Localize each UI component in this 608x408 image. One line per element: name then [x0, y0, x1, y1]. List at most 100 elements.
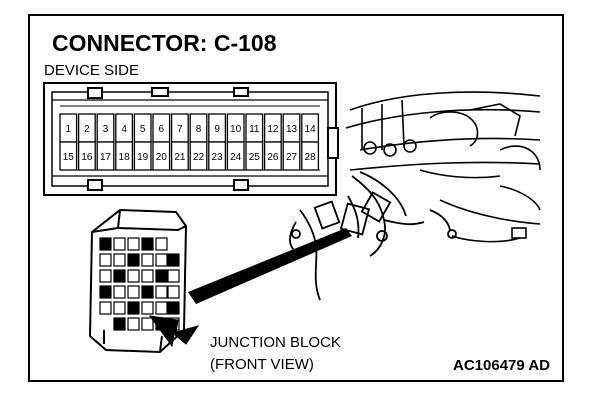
fuse-slot — [99, 301, 112, 315]
clip-icon — [511, 227, 527, 239]
connector-pin-number: 25 — [249, 152, 261, 163]
connector-pin-19: 19 — [133, 141, 152, 171]
pointer-arrow-shaft — [188, 228, 352, 304]
fuse-slot — [141, 301, 154, 315]
connector-pin-11: 11 — [245, 113, 264, 143]
connector-pin-14: 14 — [301, 113, 320, 143]
fuse-slot — [113, 285, 126, 299]
connector-pin-cavity — [133, 141, 152, 171]
connector-pin-number: 24 — [230, 152, 242, 163]
connector-pin-cavity — [77, 141, 96, 171]
connector-pin-22: 22 — [189, 141, 208, 171]
dashboard-illustration — [345, 91, 541, 243]
connector-pin-number: 2 — [84, 124, 90, 135]
figure-code: AC106479 AD — [453, 357, 550, 374]
connector-pin-8: 8 — [189, 113, 208, 143]
connector-pin-number: 10 — [230, 124, 242, 135]
fuse-slot — [99, 269, 112, 283]
connector-pin-number: 26 — [267, 152, 279, 163]
connector-side-tab — [327, 127, 339, 159]
fuse-slot — [167, 253, 180, 267]
fuse-slot — [113, 253, 126, 267]
connector-pin-25: 25 — [245, 141, 264, 171]
connector-pin-number: 3 — [103, 124, 109, 135]
connector-pin-24: 24 — [226, 141, 245, 171]
connector-pin-cavity — [245, 141, 264, 171]
connector-pin-16: 16 — [77, 141, 96, 171]
fuse-slot — [113, 317, 126, 331]
connector-pin-cavity — [301, 141, 320, 171]
connector-pin-cavity — [115, 141, 134, 171]
fuse-slot — [141, 237, 154, 251]
connector-pin-10: 10 — [226, 113, 245, 143]
connector-pin-number: 19 — [137, 152, 149, 163]
connector-pin-number: 23 — [212, 152, 224, 163]
fuse-slot — [141, 285, 154, 299]
connector-pin-number: 18 — [119, 152, 131, 163]
fuse-slot — [99, 285, 112, 299]
connector-pin-number: 1 — [66, 124, 72, 135]
latch-bottom-right — [233, 179, 249, 191]
fuse-slot — [167, 301, 180, 315]
connector-pin-23: 23 — [208, 141, 227, 171]
fuse-slot — [113, 237, 126, 251]
connector-pin-number: 5 — [140, 124, 146, 135]
connector-pin-number: 17 — [100, 152, 112, 163]
fuse-slot — [141, 317, 154, 331]
connector-pin-cavity — [226, 141, 245, 171]
latch-top-center — [151, 87, 169, 97]
pointer-arrow — [188, 228, 352, 304]
fuse-slot — [141, 269, 154, 283]
connector-pin-number: 12 — [267, 124, 279, 135]
connector-pin-number: 9 — [214, 124, 220, 135]
connector-pin-7: 7 — [170, 113, 189, 143]
connector-pin-number: 20 — [156, 152, 168, 163]
connector-pin-number: 21 — [174, 152, 186, 163]
connector-pin-27: 27 — [282, 141, 301, 171]
fuse-slot — [127, 253, 140, 267]
connector-pin-6: 6 — [152, 113, 171, 143]
connector-pin-number: 7 — [177, 124, 183, 135]
connector-pin-number: 15 — [63, 152, 75, 163]
fuse-slot — [155, 269, 168, 283]
fuse-slot — [127, 301, 140, 315]
fuse-slot — [127, 317, 140, 331]
connector-pin-number: 16 — [81, 152, 93, 163]
fuse-slot — [155, 253, 168, 267]
fuse-slot — [155, 285, 168, 299]
connector-pin-number: 14 — [305, 124, 317, 135]
connector-pin-13: 13 — [282, 113, 301, 143]
connector-plug-icon — [313, 200, 341, 230]
wiring-harness-illustration — [289, 171, 457, 301]
connector-pin-cavity — [170, 141, 189, 171]
callout-arrowhead — [148, 315, 200, 348]
latch-bottom-left — [87, 179, 103, 191]
front-view-label: (FRONT VIEW) — [210, 356, 314, 373]
fuse-slot — [113, 269, 126, 283]
fuse-slot — [127, 237, 140, 251]
connector-pin-15: 15 — [59, 141, 78, 171]
connector-pin-number: 22 — [193, 152, 205, 163]
connector-pin-21: 21 — [170, 141, 189, 171]
connector-pin-number: 11 — [249, 124, 260, 135]
connector-pin-20: 20 — [152, 141, 171, 171]
switch-knob-icon — [363, 141, 377, 155]
connector-pin-4: 4 — [115, 113, 134, 143]
connector-pin-9: 9 — [208, 113, 227, 143]
connector-title: CONNECTOR: C-108 — [52, 30, 277, 56]
connector-pin-cavity — [59, 141, 78, 171]
connector-pin-number: 13 — [286, 124, 298, 135]
fuse-slot — [127, 285, 140, 299]
fuse-slot — [127, 269, 140, 283]
connector-pin-28: 28 — [301, 141, 320, 171]
connector-pin-2: 2 — [77, 113, 96, 143]
fuse-slot — [113, 301, 126, 315]
connector-pin-number: 27 — [286, 152, 298, 163]
connector-pin-number: 6 — [159, 124, 165, 135]
fuse-slot — [155, 301, 168, 315]
connector-pin-3: 3 — [96, 113, 115, 143]
connector-pin-5: 5 — [133, 113, 152, 143]
connector-pin-number: 8 — [196, 124, 202, 135]
connector-pin-cavity — [282, 141, 301, 171]
